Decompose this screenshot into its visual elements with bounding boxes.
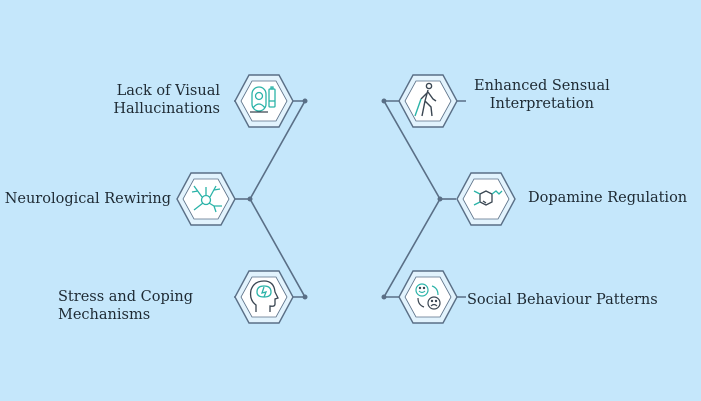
label-neurological-rewiring: Neurological Rewiring [4,191,171,207]
label-visual-hallucinations: Lack of Visual Hallucinations [113,83,220,117]
hex-social-behaviour [398,270,458,324]
person-mirror-battery-icon [250,86,276,113]
node-dot [302,98,308,104]
label-social-behaviour: Social Behaviour Patterns [467,292,658,308]
node-dot [437,196,443,202]
emotions-faces-icon [415,283,441,310]
hex-sensual-interpretation [398,74,458,128]
hex-neurological-rewiring [176,172,236,226]
head-brain-icon [249,280,279,312]
molecule-icon [473,190,503,206]
node-dot [381,294,387,300]
node-dot [381,98,387,104]
hex-dopamine-regulation [456,172,516,226]
label-stress-coping: Stress and Coping Mechanisms [58,289,194,323]
hex-stress-coping [234,270,294,324]
node-dot [247,196,253,202]
hex-visual-hallucinations [234,74,294,128]
label-dopamine-regulation: Dopamine Regulation [528,190,688,206]
neuron-icon [191,185,222,213]
blind-person-cane-icon [414,82,437,117]
node-dot [302,294,308,300]
label-sensual-interpretation: Enhanced Sensual Interpretation [474,78,610,112]
